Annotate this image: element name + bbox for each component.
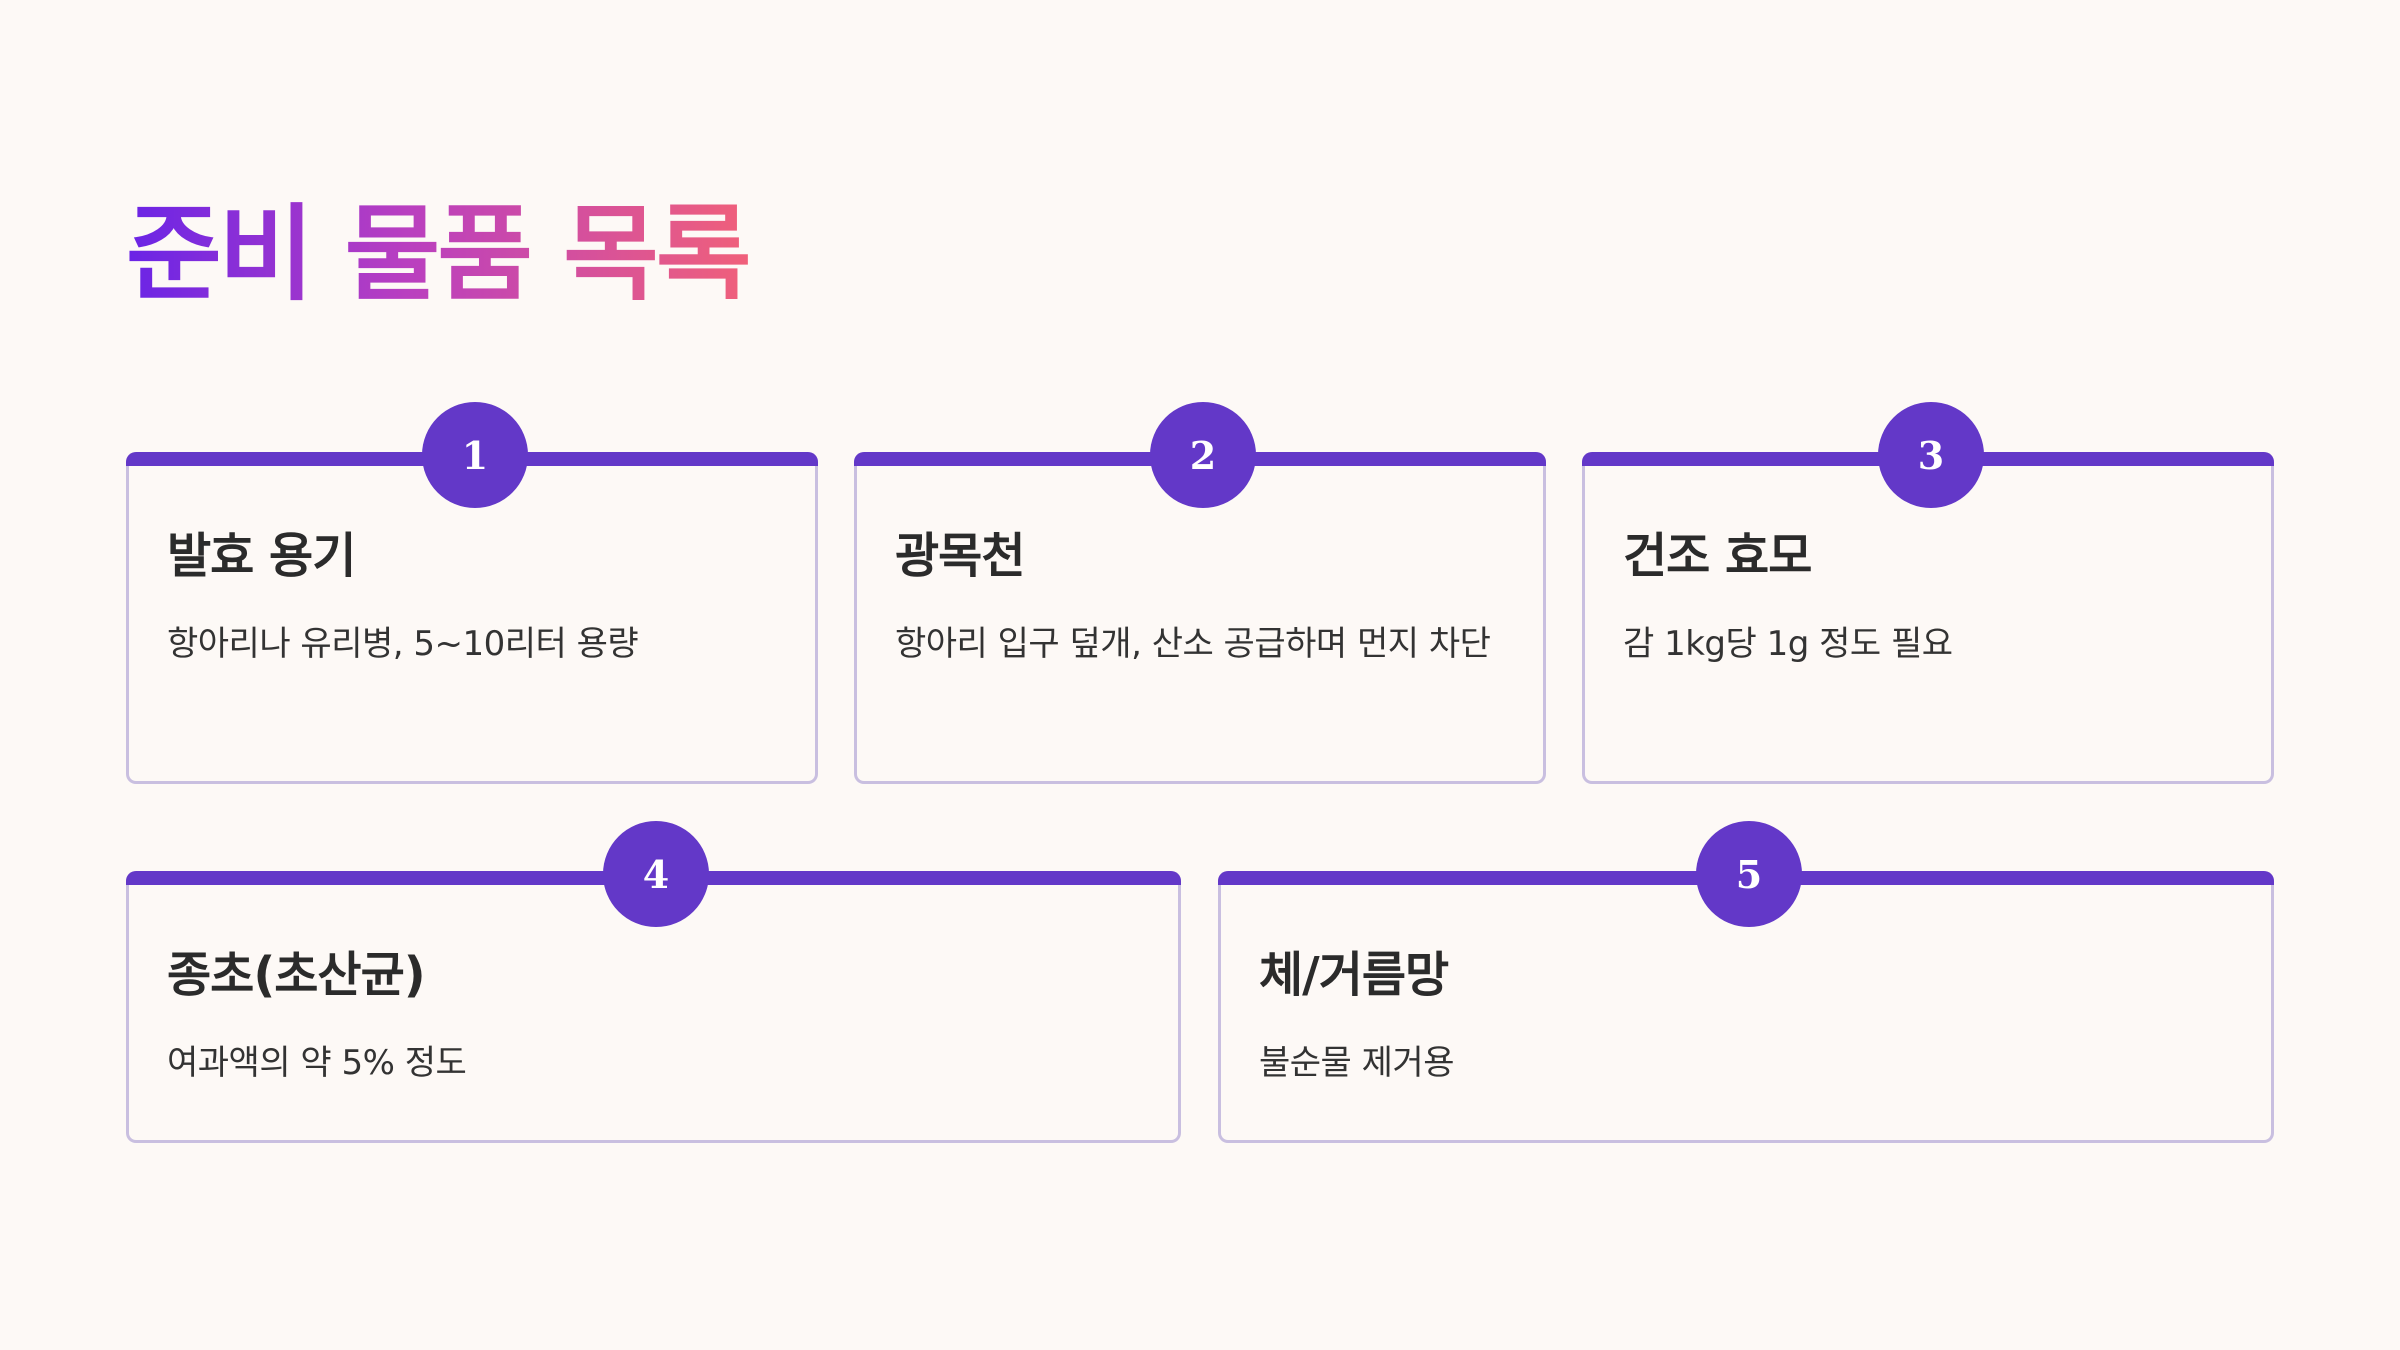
card-title: 건조 효모	[1623, 528, 1812, 584]
card-title: 체/거름망	[1259, 947, 1449, 1003]
card-description: 불순물 제거용	[1259, 1043, 1455, 1083]
card-description: 항아리 입구 덮개, 산소 공급하며 먼지 차단	[895, 624, 1491, 664]
step-number-badge: 4	[603, 821, 709, 927]
supply-card-2: 2 광목천 항아리 입구 덮개, 산소 공급하며 먼지 차단	[854, 402, 1546, 784]
card-title: 발효 용기	[167, 528, 356, 584]
supply-card-4: 4 종초(초산균) 여과액의 약 5% 정도	[126, 821, 1181, 1143]
supply-card-1: 1 발효 용기 항아리나 유리병, 5~10리터 용량	[126, 402, 818, 784]
card-title: 광목천	[895, 528, 1025, 584]
card-description: 여과액의 약 5% 정도	[167, 1043, 467, 1083]
supply-card-5: 5 체/거름망 불순물 제거용	[1218, 821, 2274, 1143]
step-number-badge: 3	[1878, 402, 1984, 508]
card-description: 감 1kg당 1g 정도 필요	[1623, 624, 1953, 664]
step-number-badge: 2	[1150, 402, 1256, 508]
supply-card-3: 3 건조 효모 감 1kg당 1g 정도 필요	[1582, 402, 2274, 784]
page-title: 준비 물품 목록	[126, 193, 751, 315]
step-number-badge: 5	[1696, 821, 1802, 927]
card-title: 종초(초산균)	[167, 947, 426, 1003]
step-number-badge: 1	[422, 402, 528, 508]
card-description: 항아리나 유리병, 5~10리터 용량	[167, 624, 639, 664]
